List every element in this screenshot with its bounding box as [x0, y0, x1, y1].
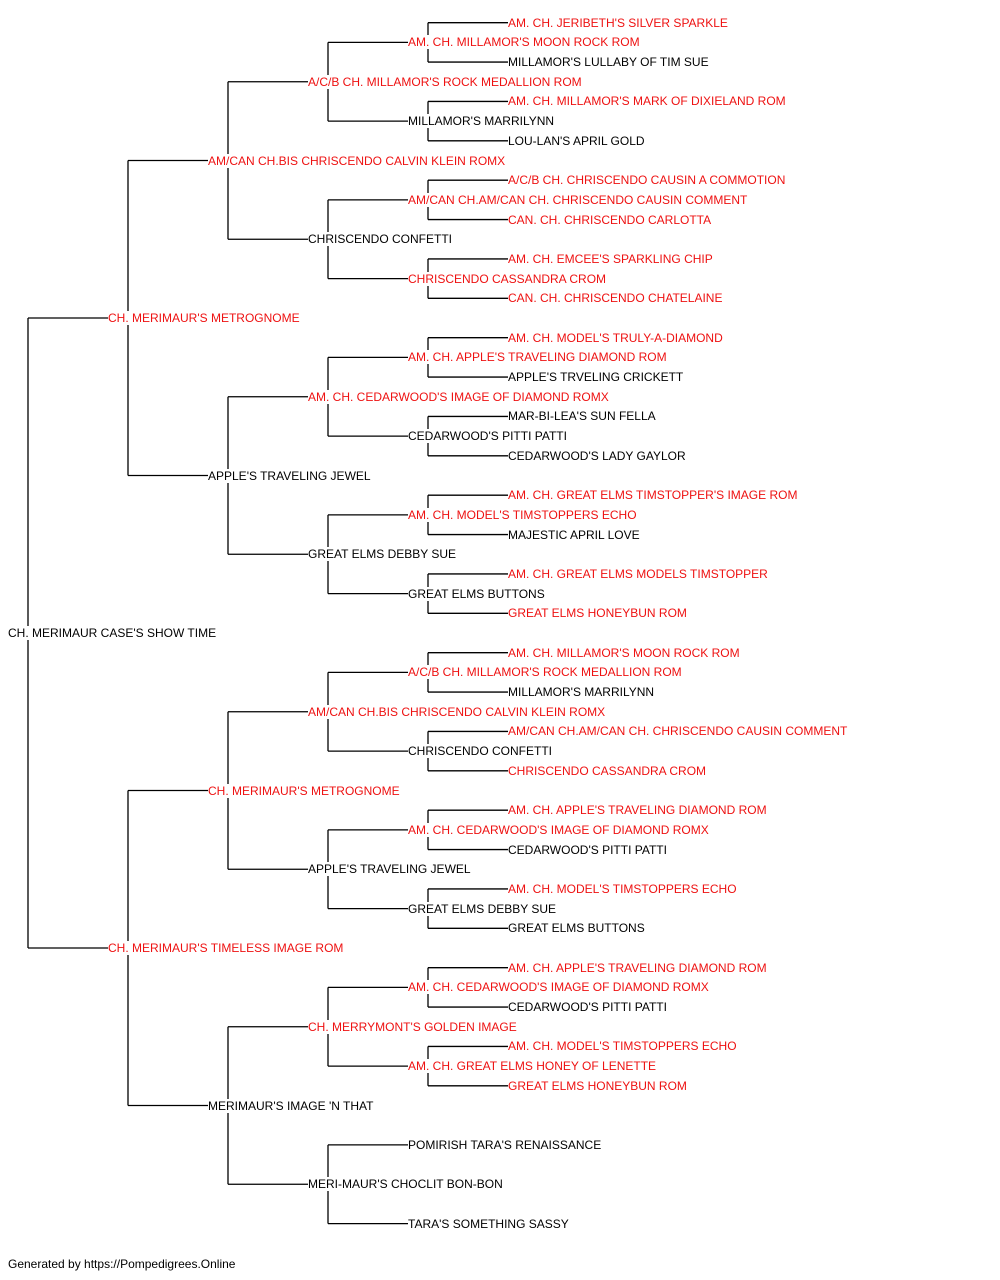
- ancestor-name: CH. MERIMAUR'S METROGNOME: [108, 311, 301, 325]
- ancestor-name: CHRISCENDO CASSANDRA CROM: [508, 763, 708, 778]
- ancestor-name: AM/CAN CH.AM/CAN CH. CHRISCENDO CAUSIN C…: [508, 724, 849, 739]
- ancestor-name: AM. CH. MODEL'S TIMSTOPPERS ECHO: [408, 507, 638, 522]
- ancestor-name: MAJESTIC APRIL LOVE: [508, 527, 641, 542]
- ancestor-name: MERIMAUR'S IMAGE 'N THAT: [208, 1098, 375, 1113]
- ancestor-name: AM. CH. APPLE'S TRAVELING DIAMOND ROM: [508, 960, 768, 975]
- ancestor-name: MILLAMOR'S LULLABY OF TIM SUE: [508, 55, 710, 70]
- ancestor-name: CH. MERIMAUR'S TIMELESS IMAGE ROM: [108, 941, 345, 955]
- ancestor-name: AM. CH. MODEL'S TIMSTOPPERS ECHO: [508, 881, 738, 896]
- ancestor-name: CHRISCENDO CONFETTI: [308, 232, 453, 247]
- ancestor-name: AM. CH. CEDARWOOD'S IMAGE OF DIAMOND ROM…: [408, 822, 710, 837]
- ancestor-name: APPLE'S TRVELING CRICKETT: [508, 370, 685, 385]
- generated-by-footer: Generated by https://Pompedigrees.Online: [8, 1257, 236, 1271]
- ancestor-name: MAR-BI-LEA'S SUN FELLA: [508, 409, 657, 424]
- ancestor-name: MILLAMOR'S MARRILYNN: [508, 685, 656, 700]
- ancestor-name: APPLE'S TRAVELING JEWEL: [208, 468, 372, 483]
- ancestor-name: AM. CH. JERIBETH'S SILVER SPARKLE: [508, 15, 729, 30]
- subject-dog-name: CH. MERIMAUR CASE'S SHOW TIME: [8, 626, 218, 640]
- ancestor-name: A/C/B CH. MILLAMOR'S ROCK MEDALLION ROM: [408, 665, 683, 680]
- ancestor-name: AM. CH. MILLAMOR'S MOON ROCK ROM: [408, 35, 641, 50]
- ancestor-name: GREAT ELMS BUTTONS: [508, 921, 646, 936]
- ancestor-name: AM. CH. MODEL'S TIMSTOPPERS ECHO: [508, 1039, 738, 1054]
- ancestor-name: AM. CH. APPLE'S TRAVELING DIAMOND ROM: [508, 803, 768, 818]
- ancestor-name: AM/CAN CH.AM/CAN CH. CHRISCENDO CAUSIN C…: [408, 192, 749, 207]
- ancestor-name: CEDARWOOD'S PITTI PATTI: [508, 842, 668, 857]
- ancestor-name: MILLAMOR'S MARRILYNN: [408, 114, 556, 129]
- ancestor-name: AM. CH. GREAT ELMS TIMSTOPPER'S IMAGE RO…: [508, 488, 799, 503]
- ancestor-name: AM/CAN CH.BIS CHRISCENDO CALVIN KLEIN RO…: [208, 153, 507, 168]
- ancestor-name: GREAT ELMS BUTTONS: [408, 586, 546, 601]
- ancestor-name: GREAT ELMS HONEYBUN ROM: [508, 606, 688, 621]
- ancestor-name: AM. CH. APPLE'S TRAVELING DIAMOND ROM: [408, 350, 668, 365]
- ancestor-name: CEDARWOOD'S LADY GAYLOR: [508, 448, 687, 463]
- ancestor-name: CAN. CH. CHRISCENDO CHATELAINE: [508, 291, 724, 306]
- ancestor-name: APPLE'S TRAVELING JEWEL: [308, 862, 472, 877]
- ancestor-name: LOU-LAN'S APRIL GOLD: [508, 133, 646, 148]
- ancestor-name: CEDARWOOD'S PITTI PATTI: [508, 1000, 668, 1015]
- ancestor-name: AM. CH. MODEL'S TRULY-A-DIAMOND: [508, 330, 724, 345]
- ancestor-name: CHRISCENDO CASSANDRA CROM: [408, 271, 608, 286]
- ancestor-name: AM. CH. MILLAMOR'S MARK OF DIXIELAND ROM: [508, 94, 787, 109]
- ancestor-name: A/C/B CH. CHRISCENDO CAUSIN A COMMOTION: [508, 173, 787, 188]
- ancestor-name: POMIRISH TARA'S RENAISSANCE: [408, 1137, 603, 1152]
- ancestor-name: AM. CH. CEDARWOOD'S IMAGE OF DIAMOND ROM…: [408, 980, 710, 995]
- ancestor-name: AM. CH. GREAT ELMS HONEY OF LENETTE: [408, 1059, 658, 1074]
- ancestor-name: CAN. CH. CHRISCENDO CARLOTTA: [508, 212, 713, 227]
- ancestor-name: AM. CH. GREAT ELMS MODELS TIMSTOPPER: [508, 566, 769, 581]
- ancestor-name: AM. CH. CEDARWOOD'S IMAGE OF DIAMOND ROM…: [308, 389, 610, 404]
- ancestor-name: CH. MERRYMONT'S GOLDEN IMAGE: [308, 1019, 518, 1034]
- ancestor-name: CH. MERIMAUR'S METROGNOME: [208, 783, 401, 798]
- ancestor-name: CEDARWOOD'S PITTI PATTI: [408, 429, 568, 444]
- ancestor-name: GREAT ELMS DEBBY SUE: [408, 901, 558, 916]
- ancestor-name: CHRISCENDO CONFETTI: [408, 744, 553, 759]
- ancestor-name: GREAT ELMS DEBBY SUE: [308, 547, 458, 562]
- ancestor-name: TARA'S SOMETHING SASSY: [408, 1216, 570, 1231]
- ancestor-name: GREAT ELMS HONEYBUN ROM: [508, 1078, 688, 1093]
- ancestor-name: AM. CH. MILLAMOR'S MOON ROCK ROM: [508, 645, 741, 660]
- ancestor-name: MERI-MAUR'S CHOCLIT BON-BON: [308, 1177, 504, 1192]
- ancestor-name: AM. CH. EMCEE'S SPARKLING CHIP: [508, 251, 714, 266]
- ancestor-name: AM/CAN CH.BIS CHRISCENDO CALVIN KLEIN RO…: [308, 704, 607, 719]
- ancestor-name: A/C/B CH. MILLAMOR'S ROCK MEDALLION ROM: [308, 74, 583, 89]
